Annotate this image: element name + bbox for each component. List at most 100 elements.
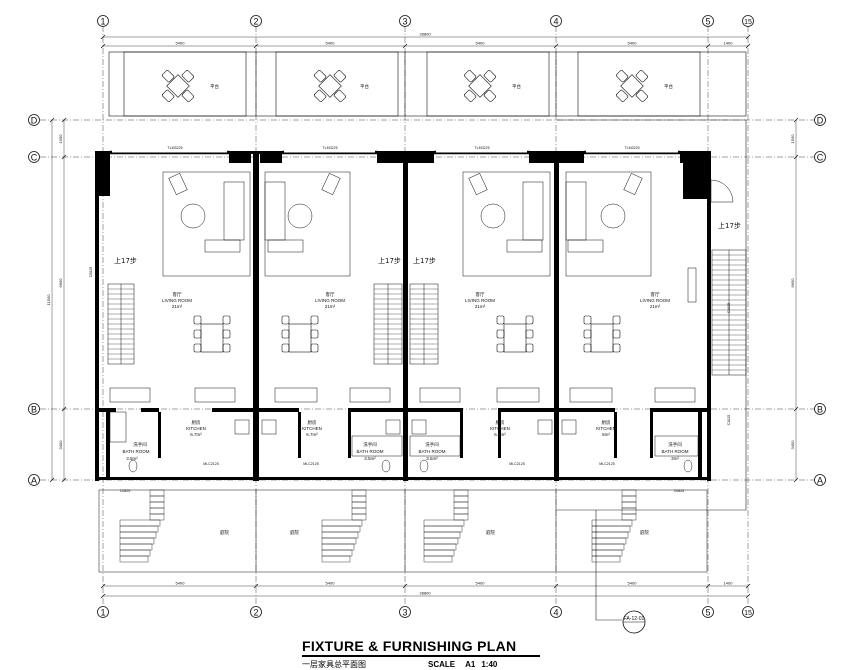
living-room-en-1: LIVING ROOM xyxy=(162,298,192,303)
grid-col-5-bottom: 5 xyxy=(705,608,710,618)
terrace-table-set xyxy=(162,70,194,102)
dim-right-2: 6600 xyxy=(790,278,795,288)
drawing-subtitle-row: 一层家具总平面图 SCALE A1 1:40 xyxy=(302,659,552,670)
garden-steps xyxy=(119,489,637,563)
dining-chair xyxy=(496,315,505,325)
terrace-chair xyxy=(483,70,496,83)
drawing-caption: FIXTURE & FURNISHING PLAN 一层家具总平面图 SCALE… xyxy=(302,638,552,670)
living-room-en-2: LIVING ROOM xyxy=(315,298,345,303)
garden-step xyxy=(453,513,469,521)
dining-chair xyxy=(525,343,534,353)
dim-bay-4-top: 5400 xyxy=(628,41,638,46)
kitchen-cn-2: 厨房 xyxy=(308,419,317,426)
dining-chair xyxy=(222,315,231,325)
grid-col-3-bottom: 3 xyxy=(402,608,407,618)
dining-chair xyxy=(193,343,202,353)
dimension-lines-right xyxy=(793,117,799,483)
dim-bay-3-top: 5400 xyxy=(476,41,486,46)
garden-label-1: 庭院 xyxy=(220,529,229,536)
grid-row-c-right: C xyxy=(817,153,824,163)
terrace-table xyxy=(318,74,342,98)
living-room-cn-1: 客厅 xyxy=(173,291,182,298)
terrace-chair xyxy=(333,70,346,83)
dining-table xyxy=(200,323,224,353)
title-underline xyxy=(302,655,540,657)
dining-chair xyxy=(583,329,592,339)
dim-right-3: 3400 xyxy=(790,440,795,450)
dining-table-sets xyxy=(193,315,621,353)
living-room-furniture xyxy=(162,171,652,277)
bath-cn-1: 洗手间 xyxy=(133,441,147,448)
terrace-label-2: 平台 xyxy=(360,83,369,90)
kitchen-cn-4: 厨房 xyxy=(602,419,611,426)
living-room-cn-2: 客厅 xyxy=(326,291,335,298)
dim-right-1: 1500 xyxy=(790,134,795,144)
dining-chair xyxy=(193,315,202,325)
terrace-table-set xyxy=(464,70,496,102)
grid-row-b-left: B xyxy=(31,405,37,415)
dining-table xyxy=(590,323,614,353)
dim-bay-4-bottom: 5400 xyxy=(628,581,638,586)
garden-step xyxy=(119,555,149,563)
kitchen-area-3: 6.7m² xyxy=(494,432,506,437)
living-room-en-3: LIVING ROOM xyxy=(465,298,495,303)
living-room-area-3: 21m² xyxy=(475,304,486,309)
dining-chair xyxy=(281,329,290,339)
terrace-table-sets xyxy=(162,70,648,102)
garden-step xyxy=(423,555,453,563)
grid-bubbles-bottom: 1 2 3 4 5 15 xyxy=(97,606,754,618)
terrace-chair xyxy=(314,70,327,83)
door-tag-end-left: C0825 xyxy=(120,489,131,493)
side-entry xyxy=(687,179,734,303)
dining-set xyxy=(583,315,621,353)
dining-chair xyxy=(222,329,231,339)
stair-up-label-3: 上17步 xyxy=(413,256,436,265)
bathroom-fixtures xyxy=(109,411,699,473)
dim-bay-1-top: 5400 xyxy=(176,41,186,46)
dining-chair xyxy=(583,315,592,325)
kitchen-en-2: KITCHEN xyxy=(302,426,322,431)
garden-label-3: 庭院 xyxy=(486,529,495,536)
grid-row-b-right: B xyxy=(817,405,823,415)
grid-col-3-top: 3 xyxy=(402,17,407,27)
dim-bay-2-bottom: 5400 xyxy=(326,581,336,586)
living-room-area-1: 21m² xyxy=(172,304,183,309)
terrace-chair xyxy=(464,70,477,83)
bath-area-3: 3.5m² xyxy=(426,456,438,461)
door-tag-1: MLC2125 xyxy=(203,462,219,466)
bath-cn-3: 洗手间 xyxy=(425,441,439,448)
window-tag-2: TLM3225 xyxy=(322,146,337,150)
grid-col-15-bottom: 15 xyxy=(744,610,752,617)
terrace-table xyxy=(620,74,644,98)
door-tag-2: MLC2125 xyxy=(303,462,319,466)
garden-label-4: 庭院 xyxy=(640,529,649,536)
terrace-chair xyxy=(333,89,346,102)
bath-area-2: 3.5m² xyxy=(364,456,376,461)
kitchen-area-4: 6m² xyxy=(602,432,610,437)
dining-chair xyxy=(612,343,621,353)
building-walls xyxy=(95,151,711,481)
door-tag-end-right: C0825 xyxy=(674,489,685,493)
sheet-size: A1 xyxy=(465,660,476,669)
stair-treads xyxy=(108,254,746,371)
living-room-cn-3: 客厅 xyxy=(476,291,485,298)
dining-chair xyxy=(525,315,534,325)
grid-row-d-left: D xyxy=(31,116,38,126)
terrace-chair xyxy=(483,89,496,102)
terrace-chair xyxy=(464,89,477,102)
dining-chair xyxy=(193,329,202,339)
terrace-chair xyxy=(181,89,194,102)
garden-step xyxy=(149,513,165,521)
bath-cn-2: 洗手间 xyxy=(363,441,377,448)
garden-step xyxy=(321,555,351,563)
dining-chair xyxy=(310,315,319,325)
bath-en-1: BATH ROOM xyxy=(123,449,150,454)
dim-bay-3-bottom: 5400 xyxy=(476,581,486,586)
terrace-label-3: 平台 xyxy=(512,83,521,90)
terrace-zone xyxy=(108,51,747,117)
dim-left-3: 3400 xyxy=(58,440,63,450)
dining-chair xyxy=(612,329,621,339)
living-room-en-4: LIVING ROOM xyxy=(640,298,670,303)
section-callout: FA-12-01 xyxy=(622,610,646,634)
